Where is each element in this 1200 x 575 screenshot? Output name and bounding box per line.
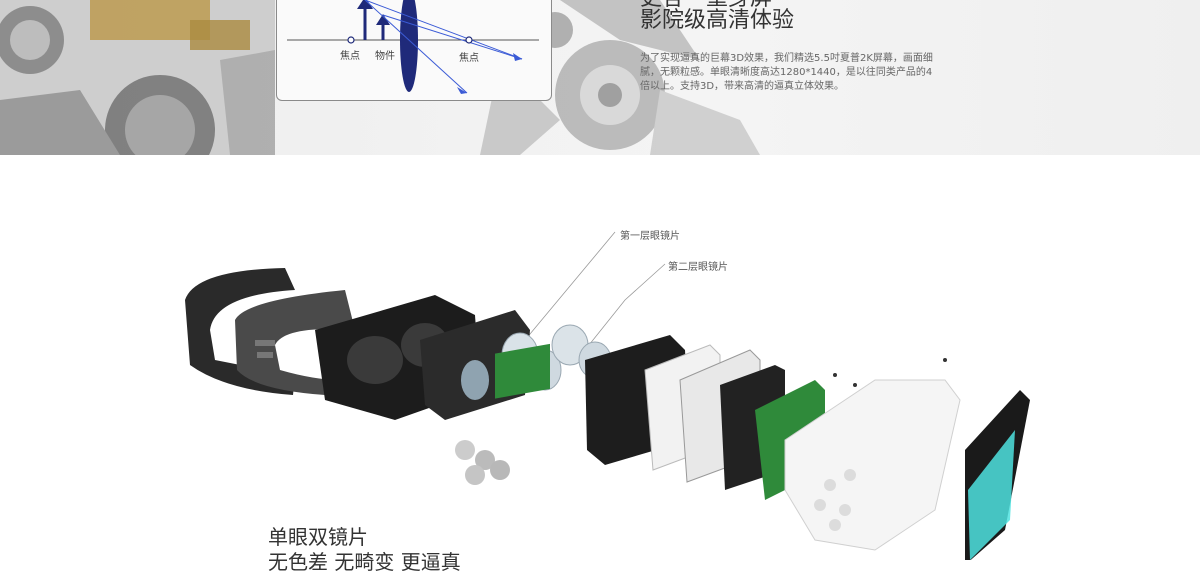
lens-layer-2-callout: 第二层眼镜片	[668, 262, 728, 273]
optics-diagram-art	[287, 0, 539, 94]
hero-headline-partial: 更各一重身屏	[640, 0, 772, 12]
robot-background-image	[0, 0, 760, 155]
focus-left-label: 焦点	[340, 51, 360, 62]
object-label: 物件	[375, 51, 395, 62]
lens-layer-1-callout: 第一层眼镜片	[620, 231, 680, 242]
caption-line-2: 无色差 无畸变 更逼真	[268, 550, 461, 574]
vr-headset-exploded-view	[185, 231, 1030, 560]
hero-description: 为了实现逼真的巨幕3D效果，我们精选5.5吋夏普2K屏幕，画面细腻，无颗粒感。单…	[640, 53, 933, 92]
lens-caption: 单眼双镜片 无色差 无畸变 更逼真	[268, 525, 461, 575]
caption-line-1: 单眼双镜片	[268, 525, 368, 549]
hero-headline: 影院级高清体验	[640, 8, 795, 33]
focus-right-label: 焦点	[459, 53, 479, 64]
hero-banner: 焦点 物件 焦点 更各一重身屏 影院级高清体验 为了实现逼真的巨幕3D效果，我们…	[0, 0, 1200, 155]
optics-diagram: 焦点 物件 焦点	[276, 0, 552, 101]
